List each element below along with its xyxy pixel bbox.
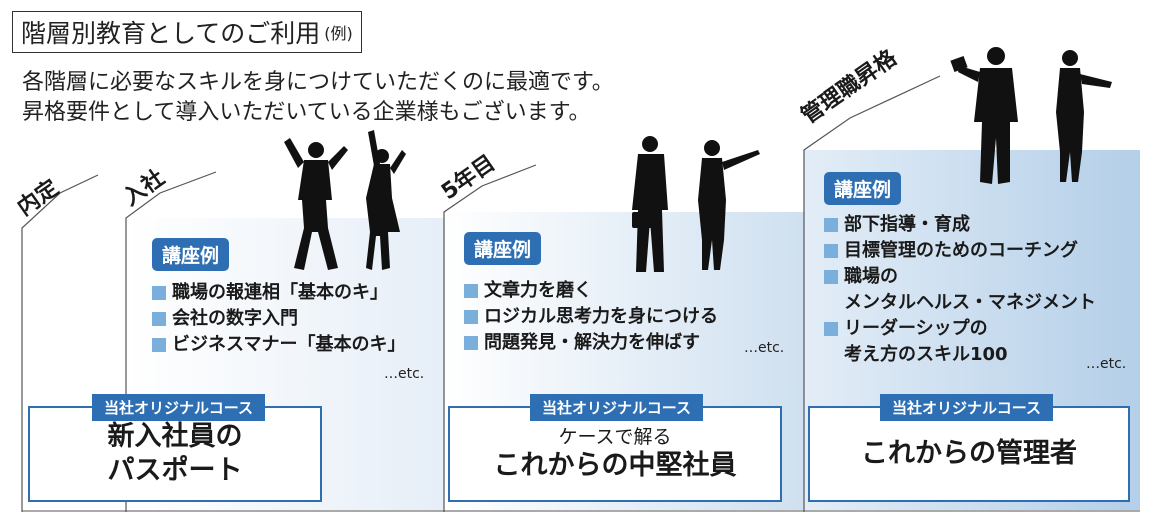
intro-line-2: 昇格要件として導入いただいている企業様もございます。 [22, 100, 591, 125]
course-example-tag-gonenme: 講座例 [464, 232, 542, 265]
original-course-tag-nyusha: 当社オリジナルコース [92, 394, 265, 421]
list-item: 職場の報連相「基本のキ」 [152, 280, 405, 306]
bullet-square-icon [464, 284, 478, 298]
list-item: メンタルヘルス・マネジメント [844, 292, 1096, 313]
bullet-square-icon [464, 310, 478, 324]
business-people-talking-icon [632, 136, 760, 272]
etc-label-kanri: …etc. [1086, 356, 1127, 372]
original-course-title-line1: 新入社員の [107, 421, 243, 452]
original-course-title-line2: パスポート [107, 455, 243, 486]
original-course-box-nyusha: 新入社員の パスポート [28, 406, 322, 502]
page-title: 階層別教育としてのご利用 [21, 19, 321, 48]
course-example-tag-kanri: 講座例 [824, 172, 902, 205]
bullet-square-icon [152, 286, 166, 300]
list-item: ビジネスマナー「基本のキ」 [152, 332, 405, 358]
original-course-box-kanri: これからの管理者 [808, 406, 1130, 502]
intro-line-1: 各階層に必要なスキルを身につけていただくのに最適です。 [22, 70, 614, 95]
etc-label-gonenme: …etc. [744, 340, 785, 356]
bullet-square-icon [824, 244, 838, 258]
bullet-square-icon [824, 218, 838, 232]
stair-line-naitei [21, 174, 99, 512]
bullet-square-icon [824, 322, 838, 336]
list-item: ロジカル思考力を身につける [464, 304, 718, 330]
list-item: 問題発見・解決力を伸ばす [464, 330, 718, 356]
course-example-tag-nyusha: 講座例 [152, 238, 230, 271]
bullet-square-icon [152, 312, 166, 326]
list-item: 目標管理のためのコーチング [824, 238, 1096, 264]
original-course-title: これからの管理者 [861, 438, 1077, 469]
list-item: 会社の数字入門 [152, 306, 405, 332]
original-course-box-gonenme: ケースで解る これからの中堅社員 [448, 406, 782, 502]
stair-line-nyusha [125, 171, 217, 512]
list-item: 文章力を磨く [464, 278, 718, 304]
original-course-subtitle: ケースで解る [558, 426, 672, 448]
business-people-presenting-icon [950, 47, 1112, 184]
stair-line-gonenme [443, 164, 537, 512]
page-title-suffix: (例) [324, 24, 353, 43]
bullet-square-icon [152, 338, 166, 352]
course-list-gonenme: 文章力を磨く ロジカル思考力を身につける 問題発見・解決力を伸ばす [464, 278, 718, 356]
course-list-nyusha: 職場の報連相「基本のキ」 会社の数字入門 ビジネスマナー「基本のキ」 [152, 280, 405, 358]
business-people-celebrating-icon [284, 130, 406, 270]
title-box: 階層別教育としてのご利用 (例) [12, 11, 362, 53]
etc-label-nyusha: …etc. [384, 366, 425, 382]
list-item: 部下指導・育成 [824, 212, 1096, 238]
original-course-tag-kanri: 当社オリジナルコース [880, 394, 1053, 421]
list-item: リーダーシップの [824, 316, 1096, 342]
original-course-tag-gonenme: 当社オリジナルコース [530, 394, 703, 421]
list-item: 考え方のスキル100 [844, 344, 1008, 365]
bullet-square-icon [824, 270, 838, 284]
original-course-title: これからの中堅社員 [493, 450, 737, 481]
bullet-square-icon [464, 336, 478, 350]
list-item: 職場の [824, 264, 1096, 290]
stair-line-kanri [803, 75, 941, 512]
course-list-kanri: 部下指導・育成 目標管理のためのコーチング 職場の メンタルヘルス・マネジメント… [824, 212, 1096, 368]
